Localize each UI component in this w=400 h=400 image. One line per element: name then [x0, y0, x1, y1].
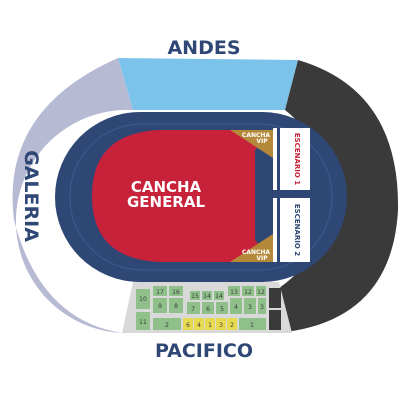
section-1y[interactable] [205, 318, 215, 330]
cancha-vip-top-label-line2: VIP [256, 138, 268, 145]
section-3y-label: 3 [219, 322, 223, 329]
section-6-label: 6 [206, 306, 210, 313]
section-3y[interactable] [216, 318, 226, 330]
section-17[interactable] [153, 286, 167, 296]
section-4y-label: 4 [197, 322, 201, 329]
section-13-label: 13 [230, 289, 238, 296]
cancha-general-label-line2: GENERAL [127, 193, 206, 211]
section-9-label: 9 [158, 303, 162, 310]
section-3b[interactable] [258, 298, 266, 314]
section-8[interactable] [169, 298, 183, 313]
cancha-vip-bottom[interactable] [230, 232, 276, 262]
andes-label: ANDES [167, 37, 240, 59]
section-14a-label: 14 [203, 293, 211, 300]
section-11-label: 11 [139, 319, 147, 326]
section-12a[interactable] [242, 286, 254, 296]
section-6y-label: 6 [186, 322, 190, 329]
section-2[interactable] [153, 318, 181, 330]
section-16-label: 16 [172, 289, 180, 296]
cancha-vip-top[interactable] [230, 130, 276, 160]
section-2y-label: 2 [230, 322, 234, 329]
stage-divider-top [273, 128, 277, 190]
cancha-vip-bottom-label-line1: CANCHA [242, 249, 270, 256]
section-1[interactable] [239, 318, 266, 330]
section-14a[interactable] [202, 291, 212, 300]
cancha-general-zone[interactable] [92, 130, 275, 262]
section-10-label: 10 [139, 296, 147, 303]
pacifico-label: PACIFICO [155, 340, 253, 362]
section-15[interactable] [190, 291, 200, 300]
section-3a[interactable] [244, 298, 256, 314]
section-15-label: 15 [191, 293, 199, 300]
section-17-label: 17 [156, 289, 164, 296]
section-4[interactable] [230, 298, 242, 314]
escenario-1-label: ESCENARIO 1 [293, 133, 301, 185]
section-7[interactable] [187, 302, 200, 314]
section-5-label: 5 [220, 306, 224, 313]
dark-block-top [269, 288, 281, 308]
section-11[interactable] [136, 312, 150, 330]
section-9[interactable] [153, 298, 167, 313]
section-7-label: 7 [191, 306, 195, 313]
galeria-stand[interactable] [12, 58, 133, 333]
section-14b-label: 14 [215, 293, 223, 300]
cancha-vip-top-label-line1: CANCHA [242, 132, 270, 139]
section-8-label: 8 [174, 303, 178, 310]
section-4y[interactable] [194, 318, 204, 330]
escenario-2-label: ESCENARIO 2 [293, 204, 301, 256]
section-4-label: 4 [234, 304, 238, 311]
section-14b[interactable] [214, 291, 224, 300]
cancha-vip-bottom-label-line2: VIP [256, 255, 268, 262]
dark-block-bottom [269, 310, 281, 330]
section-12a-label: 12 [244, 289, 252, 296]
section-1y-label: 1 [208, 322, 212, 329]
section-13[interactable] [228, 286, 240, 296]
pacifico-sections [136, 286, 281, 330]
cancha-general-label-line1: CANCHA [131, 178, 202, 196]
section-5[interactable] [216, 302, 228, 314]
galeria-label: GALERIA [20, 150, 42, 242]
section-3b-label: 3 [260, 304, 264, 311]
section-10[interactable] [136, 289, 150, 309]
stage-divider-bottom [273, 198, 277, 262]
section-16[interactable] [169, 286, 183, 296]
section-6[interactable] [202, 302, 214, 314]
section-2-label: 2 [165, 322, 169, 329]
section-12b-label: 12 [257, 289, 265, 296]
section-1-label: 1 [250, 322, 254, 329]
andes-stand[interactable] [118, 58, 298, 110]
section-3a-label: 3 [248, 304, 252, 311]
section-12b[interactable] [256, 286, 266, 296]
escenario-2[interactable] [280, 198, 310, 262]
escenario-1[interactable] [280, 128, 310, 190]
section-6y[interactable] [183, 318, 193, 330]
section-2y[interactable] [227, 318, 237, 330]
